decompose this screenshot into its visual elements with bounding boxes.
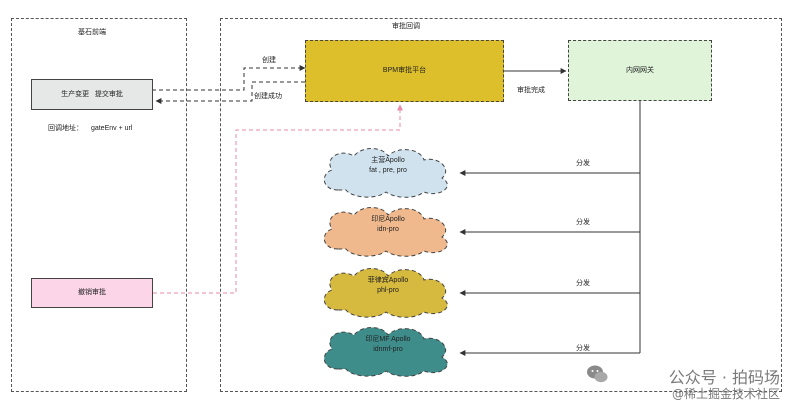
cancel-approval-box: 撤销审批: [31, 278, 153, 308]
frontend-lane-title: 基石前端: [78, 29, 106, 36]
frontend-lane: [11, 18, 187, 392]
approval-lane-title: 审批回调: [392, 23, 420, 30]
apollo-idn-cloud: [323, 207, 448, 257]
apollo-phl-text: 菲律宾Apollo phl-pro: [316, 276, 460, 296]
callback-address: 回调地址： gateEnv + url: [48, 123, 132, 133]
submit-approval-label: 生产变更 提交审批: [61, 90, 123, 98]
dispatch-label-3: 分发: [576, 280, 590, 287]
cancel-approval-label: 撤销审批: [78, 289, 106, 297]
apollo-main-cloud: [323, 148, 448, 198]
apollo-idn-envs: idn-pro: [377, 225, 399, 233]
bpm-platform-label: BPM审批平台: [382, 67, 427, 75]
apollo-idn-text: 印尼Apollo idn-pro: [316, 215, 460, 235]
callback-value: gateEnv + url: [90, 125, 133, 132]
create-ok-arrow: [155, 81, 305, 104]
create-ok-label: 创建成功: [254, 93, 282, 100]
apollo-idnmf-name: 印尼MF Apollo: [365, 336, 411, 343]
dispatch-label-1: 分发: [576, 160, 590, 167]
apollo-idnmf-envs: idnmf-pro: [373, 345, 403, 353]
create-label: 创建: [262, 57, 276, 64]
apollo-phl-name: 菲律宾Apollo: [367, 277, 409, 284]
apollo-phl-cloud: [323, 268, 448, 318]
apollo-phl-envs: phl-pro: [377, 286, 399, 294]
dispatch-label-2: 分发: [576, 219, 590, 226]
dispatch-label-4: 分发: [576, 345, 590, 352]
wechat-icon: [587, 365, 608, 383]
intranet-gateway-label: 内网网关: [626, 66, 654, 74]
apollo-main-text: 主营Apollo fat , pre, pro: [316, 156, 460, 176]
apollo-main-name: 主营Apollo: [371, 157, 405, 164]
intranet-gateway-box: 内网网关: [568, 40, 712, 101]
create-arrow: [152, 65, 306, 91]
bpm-platform-box: BPM审批平台: [305, 40, 504, 102]
apollo-idnmf-text: 印尼MF Apollo idnmf-pro: [316, 335, 460, 355]
apollo-idn-name: 印尼Apollo: [371, 216, 405, 223]
apollo-main-envs: fat , pre, pro: [369, 166, 407, 174]
watermark-community: @稀土掘金技术社区: [671, 387, 780, 401]
callback-label: 回调地址：: [48, 125, 83, 132]
approval-lane: [220, 18, 782, 392]
submit-approval-box: 生产变更 提交审批: [31, 79, 153, 110]
cancel-arrow: [153, 104, 403, 294]
apollo-idnmf-cloud: [323, 327, 448, 377]
approved-label: 审批完成: [517, 87, 545, 94]
watermark-account: 公众号 · 拍码场: [668, 368, 780, 387]
